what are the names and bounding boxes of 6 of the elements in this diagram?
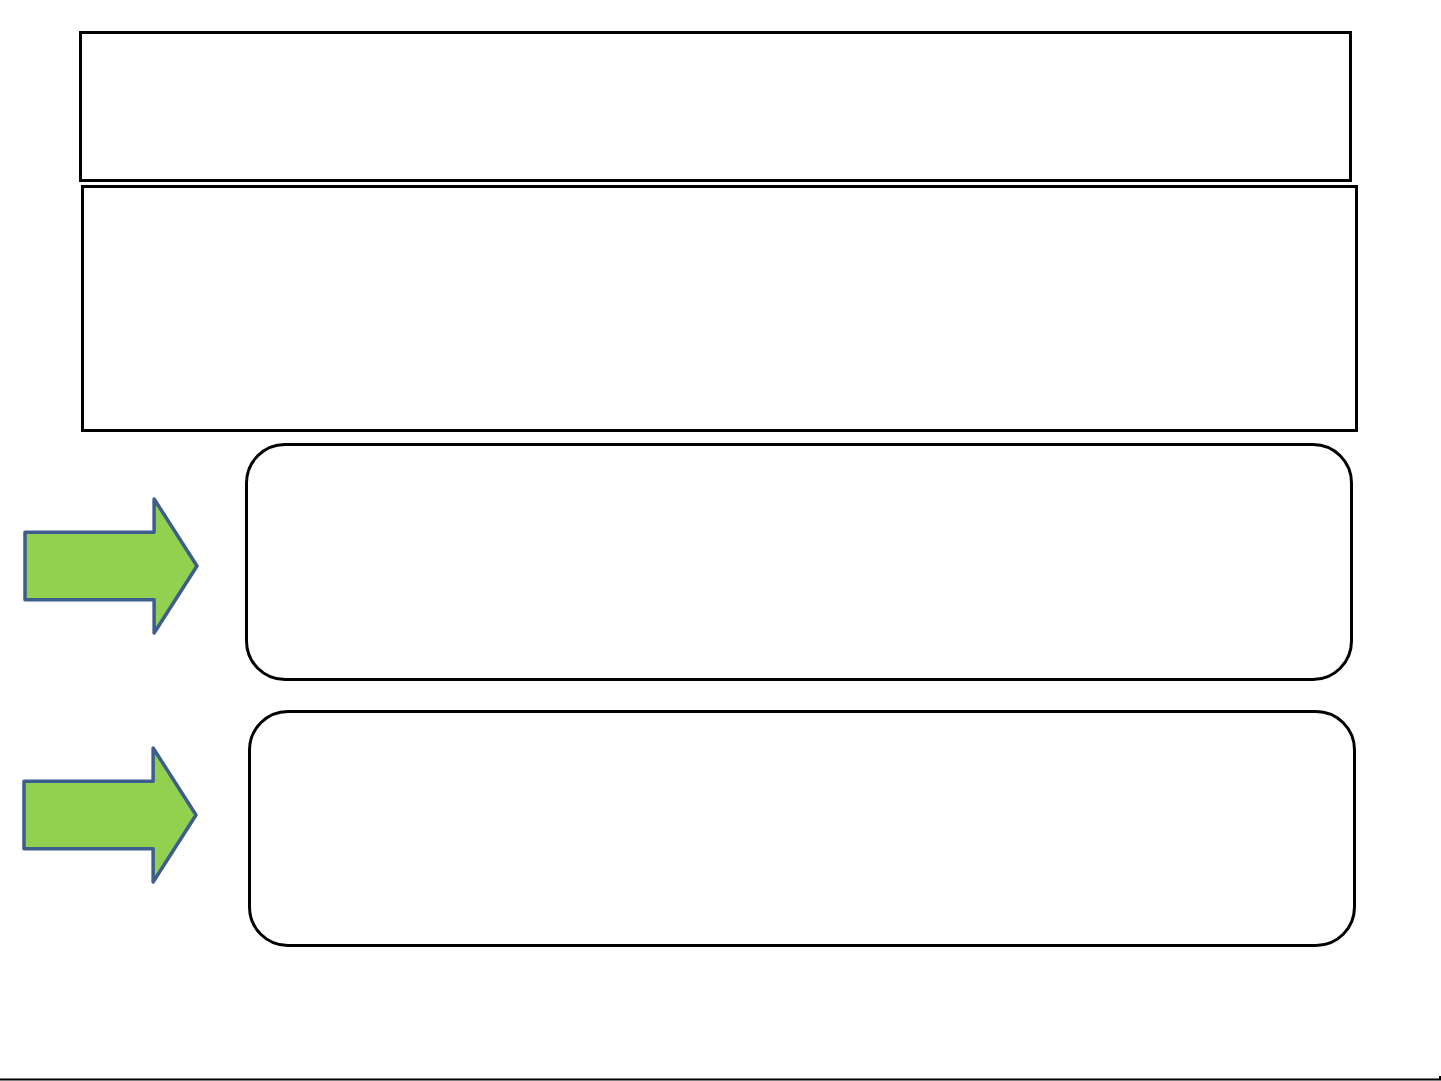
- empty-rounded-box: [248, 710, 1356, 947]
- block-arrow-shape: [22, 746, 198, 884]
- empty-rounded-box: [245, 443, 1353, 681]
- block-arrow-shape: [23, 497, 199, 635]
- empty-rectangle-box: [79, 31, 1352, 182]
- empty-rectangle-box: [81, 185, 1358, 432]
